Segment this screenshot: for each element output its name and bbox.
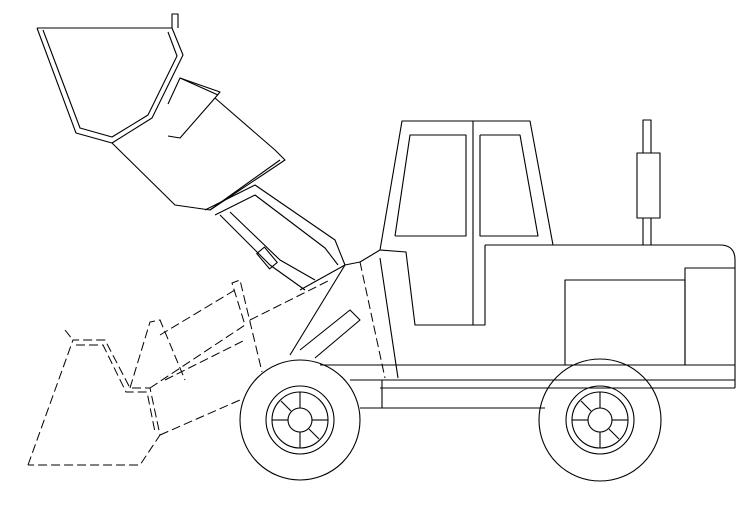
lowered-bucket xyxy=(27,279,331,466)
chassis xyxy=(320,364,735,409)
exhaust-pipe xyxy=(636,119,661,246)
lift-arm xyxy=(204,184,346,291)
front-wheel xyxy=(239,359,361,481)
engine-hood xyxy=(485,244,736,388)
rear-wheel xyxy=(538,358,662,482)
cab xyxy=(289,120,554,379)
raised-bucket xyxy=(36,13,286,211)
